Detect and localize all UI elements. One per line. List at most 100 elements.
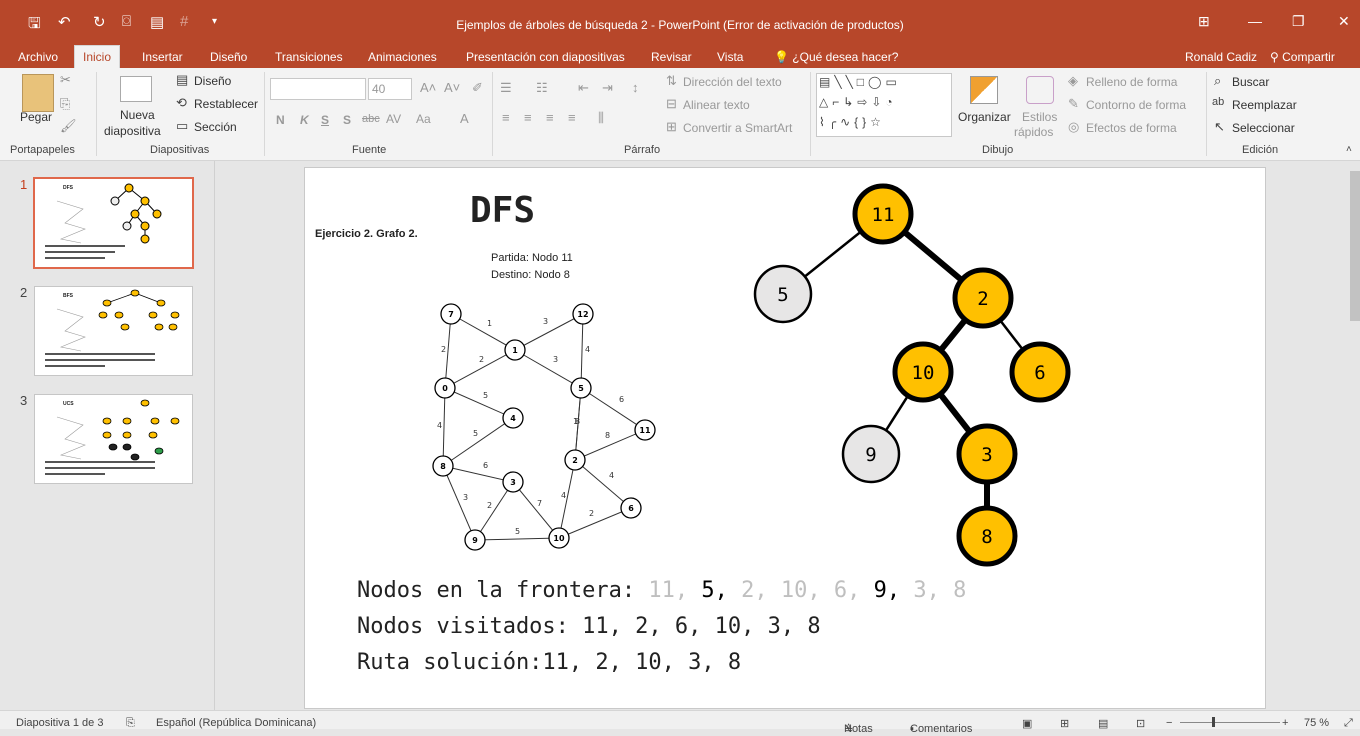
new-slide-label-2[interactable]: diapositiva — [104, 124, 161, 138]
zoom-out-icon[interactable]: − — [1166, 717, 1173, 729]
shape-effects-button[interactable]: Efectos de forma — [1086, 121, 1177, 135]
present-icon[interactable]: ⌼ — [122, 13, 132, 30]
section-button[interactable]: Sección — [194, 120, 237, 134]
shapes-gallery[interactable]: ▤╲╲□◯▭ △⌐↳⇨⇩◔ ⌇╭∿{}☆ — [816, 73, 952, 137]
quick-styles-label-2[interactable]: rápidos — [1014, 125, 1054, 139]
tree-node-10[interactable]: 10 — [892, 341, 954, 403]
paste-icon[interactable] — [22, 74, 54, 112]
decrease-font-icon[interactable]: A˅ — [444, 80, 461, 95]
replace-button[interactable]: Reemplazar — [1232, 98, 1297, 112]
tab-animaciones[interactable]: Animaciones — [368, 50, 437, 64]
start-node-label[interactable]: Partida: Nodo 11 — [491, 252, 573, 264]
goal-node-label[interactable]: Destino: Nodo 8 — [491, 269, 570, 281]
line-spacing-icon[interactable]: ↕ — [632, 80, 639, 95]
visited-line[interactable]: Nodos visitados: 11, 2, 6, 10, 3, 8 — [357, 614, 821, 639]
tab-transiciones[interactable]: Transiciones — [275, 50, 343, 64]
minimize-icon[interactable]: — — [1248, 13, 1262, 29]
spellcheck-icon[interactable]: ⎘ — [126, 717, 135, 729]
slideshow-icon[interactable]: ⊡ — [1136, 718, 1146, 730]
tab-presentacion[interactable]: Presentación con diapositivas — [466, 50, 625, 64]
fit-slide-icon[interactable]: ⤢ — [1344, 717, 1353, 729]
shape-fill-button[interactable]: Relleno de forma — [1086, 75, 1178, 89]
find-button[interactable]: Buscar — [1232, 75, 1270, 89]
new-slide-icon[interactable] — [120, 76, 152, 102]
slide-canvas[interactable]: DFS Ejercicio 2. Grafo 2. Partida: Nodo … — [304, 167, 1266, 709]
underline-button[interactable]: S — [321, 113, 330, 127]
language-indicator[interactable]: Español (República Dominicana) — [156, 717, 317, 729]
select-button[interactable]: Seleccionar — [1232, 121, 1295, 135]
justify-icon[interactable]: ≡ — [568, 110, 576, 125]
smartart-button[interactable]: Convertir a SmartArt — [683, 121, 793, 135]
numbering-icon[interactable]: ☷ — [536, 80, 548, 95]
layout-button[interactable]: Diseño — [194, 74, 232, 88]
shape-outline-button[interactable]: Contorno de forma — [1086, 98, 1187, 112]
change-case-button[interactable]: Aa — [416, 112, 431, 126]
customize-quick-access-icon[interactable]: ▾ — [212, 16, 218, 27]
redo-icon[interactable]: ↻ — [93, 14, 106, 31]
grid-icon[interactable]: # — [180, 13, 189, 30]
align-text-button[interactable]: Alinear texto — [683, 98, 750, 112]
slide-thumbnail-3[interactable]: UCS — [34, 394, 193, 484]
tab-archivo[interactable]: Archivo — [18, 50, 59, 64]
normal-view-icon[interactable]: ▣ — [1022, 718, 1033, 730]
user-name[interactable]: Ronald Cadiz — [1185, 50, 1258, 64]
close-icon[interactable]: ✕ — [1338, 13, 1350, 29]
font-color-icon[interactable]: A — [460, 111, 469, 126]
solution-line[interactable]: Ruta solución:11, 2, 10, 3, 8 — [357, 650, 742, 675]
tree-node-9[interactable]: 9 — [841, 424, 901, 484]
cut-icon[interactable]: ✂ — [60, 72, 71, 87]
tab-revisar[interactable]: Revisar — [651, 50, 692, 64]
zoom-slider[interactable] — [1180, 722, 1280, 723]
italic-button[interactable]: K — [300, 113, 309, 127]
tree-node-6[interactable]: 6 — [1009, 341, 1071, 403]
reset-button[interactable]: Restablecer — [194, 97, 259, 111]
tab-vista[interactable]: Vista — [717, 50, 744, 64]
tell-me-box[interactable]: 💡 ¿Qué desea hacer? — [774, 50, 899, 64]
restore-icon[interactable]: ❐ — [1292, 13, 1305, 29]
tab-inicio[interactable]: Inicio — [74, 45, 121, 70]
save-icon[interactable]: 🖫 — [28, 15, 41, 32]
strikethrough-button[interactable]: abc — [362, 113, 380, 125]
slide-title[interactable]: DFS — [470, 190, 536, 231]
shadow-button[interactable]: S — [343, 113, 352, 127]
char-spacing-button[interactable]: AV — [386, 112, 402, 126]
zoom-level[interactable]: 75 % — [1304, 717, 1330, 729]
undo-icon[interactable]: ↶ — [58, 14, 71, 31]
quick-styles-label-1[interactable]: Estilos — [1022, 110, 1058, 124]
reading-view-icon[interactable]: ▤ — [1098, 718, 1109, 730]
align-center-icon[interactable]: ≡ — [524, 110, 532, 125]
increase-indent-icon[interactable]: ⇥ — [602, 80, 613, 95]
quick-styles-icon[interactable] — [1026, 76, 1054, 104]
tab-insertar[interactable]: Insertar — [142, 50, 183, 64]
share-button[interactable]: ⚲ Compartir — [1270, 50, 1335, 64]
paste-button[interactable]: Pegar — [20, 110, 53, 124]
font-name-input[interactable] — [270, 78, 366, 100]
exercise-label[interactable]: Ejercicio 2. Grafo 2. — [315, 228, 418, 240]
tab-diseno[interactable]: Diseño — [210, 50, 248, 64]
slide-sorter-icon[interactable]: ⊞ — [1060, 718, 1070, 730]
tree-node-3[interactable]: 3 — [956, 423, 1018, 485]
frontier-line[interactable]: Nodos en la frontera: 11, 5, 2, 10, 6, 9… — [357, 578, 966, 603]
tree-node-5[interactable]: 5 — [753, 264, 813, 324]
align-left-icon[interactable]: ≡ — [502, 110, 510, 125]
zoom-slider-thumb[interactable] — [1212, 717, 1215, 727]
font-size-input[interactable]: 40 — [368, 78, 412, 100]
shapes-row-3-icon[interactable]: ⌇╭∿{}☆ — [819, 115, 885, 129]
shapes-row-2-icon[interactable]: △⌐↳⇨⇩◔ — [819, 95, 897, 109]
slide-thumbnail-2[interactable]: BFS — [34, 286, 193, 376]
clear-format-icon[interactable]: ✐ — [472, 80, 483, 95]
slides-icon[interactable]: ▤ — [150, 14, 165, 31]
tree-node-8[interactable]: 8 — [956, 505, 1018, 567]
decrease-indent-icon[interactable]: ⇤ — [578, 80, 589, 95]
copy-icon[interactable]: ⎘ — [60, 96, 71, 111]
arrange-icon[interactable] — [970, 76, 998, 104]
format-painter-icon[interactable]: 🖌 — [60, 118, 77, 133]
columns-icon[interactable]: ⫼ — [598, 110, 604, 125]
ribbon-display-icon[interactable]: ⊞ — [1198, 13, 1210, 29]
align-right-icon[interactable]: ≡ — [546, 110, 554, 125]
collapse-ribbon-icon[interactable]: ˄ — [1346, 144, 1352, 155]
slide-thumbnail-1[interactable]: DFS — [33, 177, 194, 269]
zoom-in-icon[interactable]: + — [1282, 717, 1289, 729]
